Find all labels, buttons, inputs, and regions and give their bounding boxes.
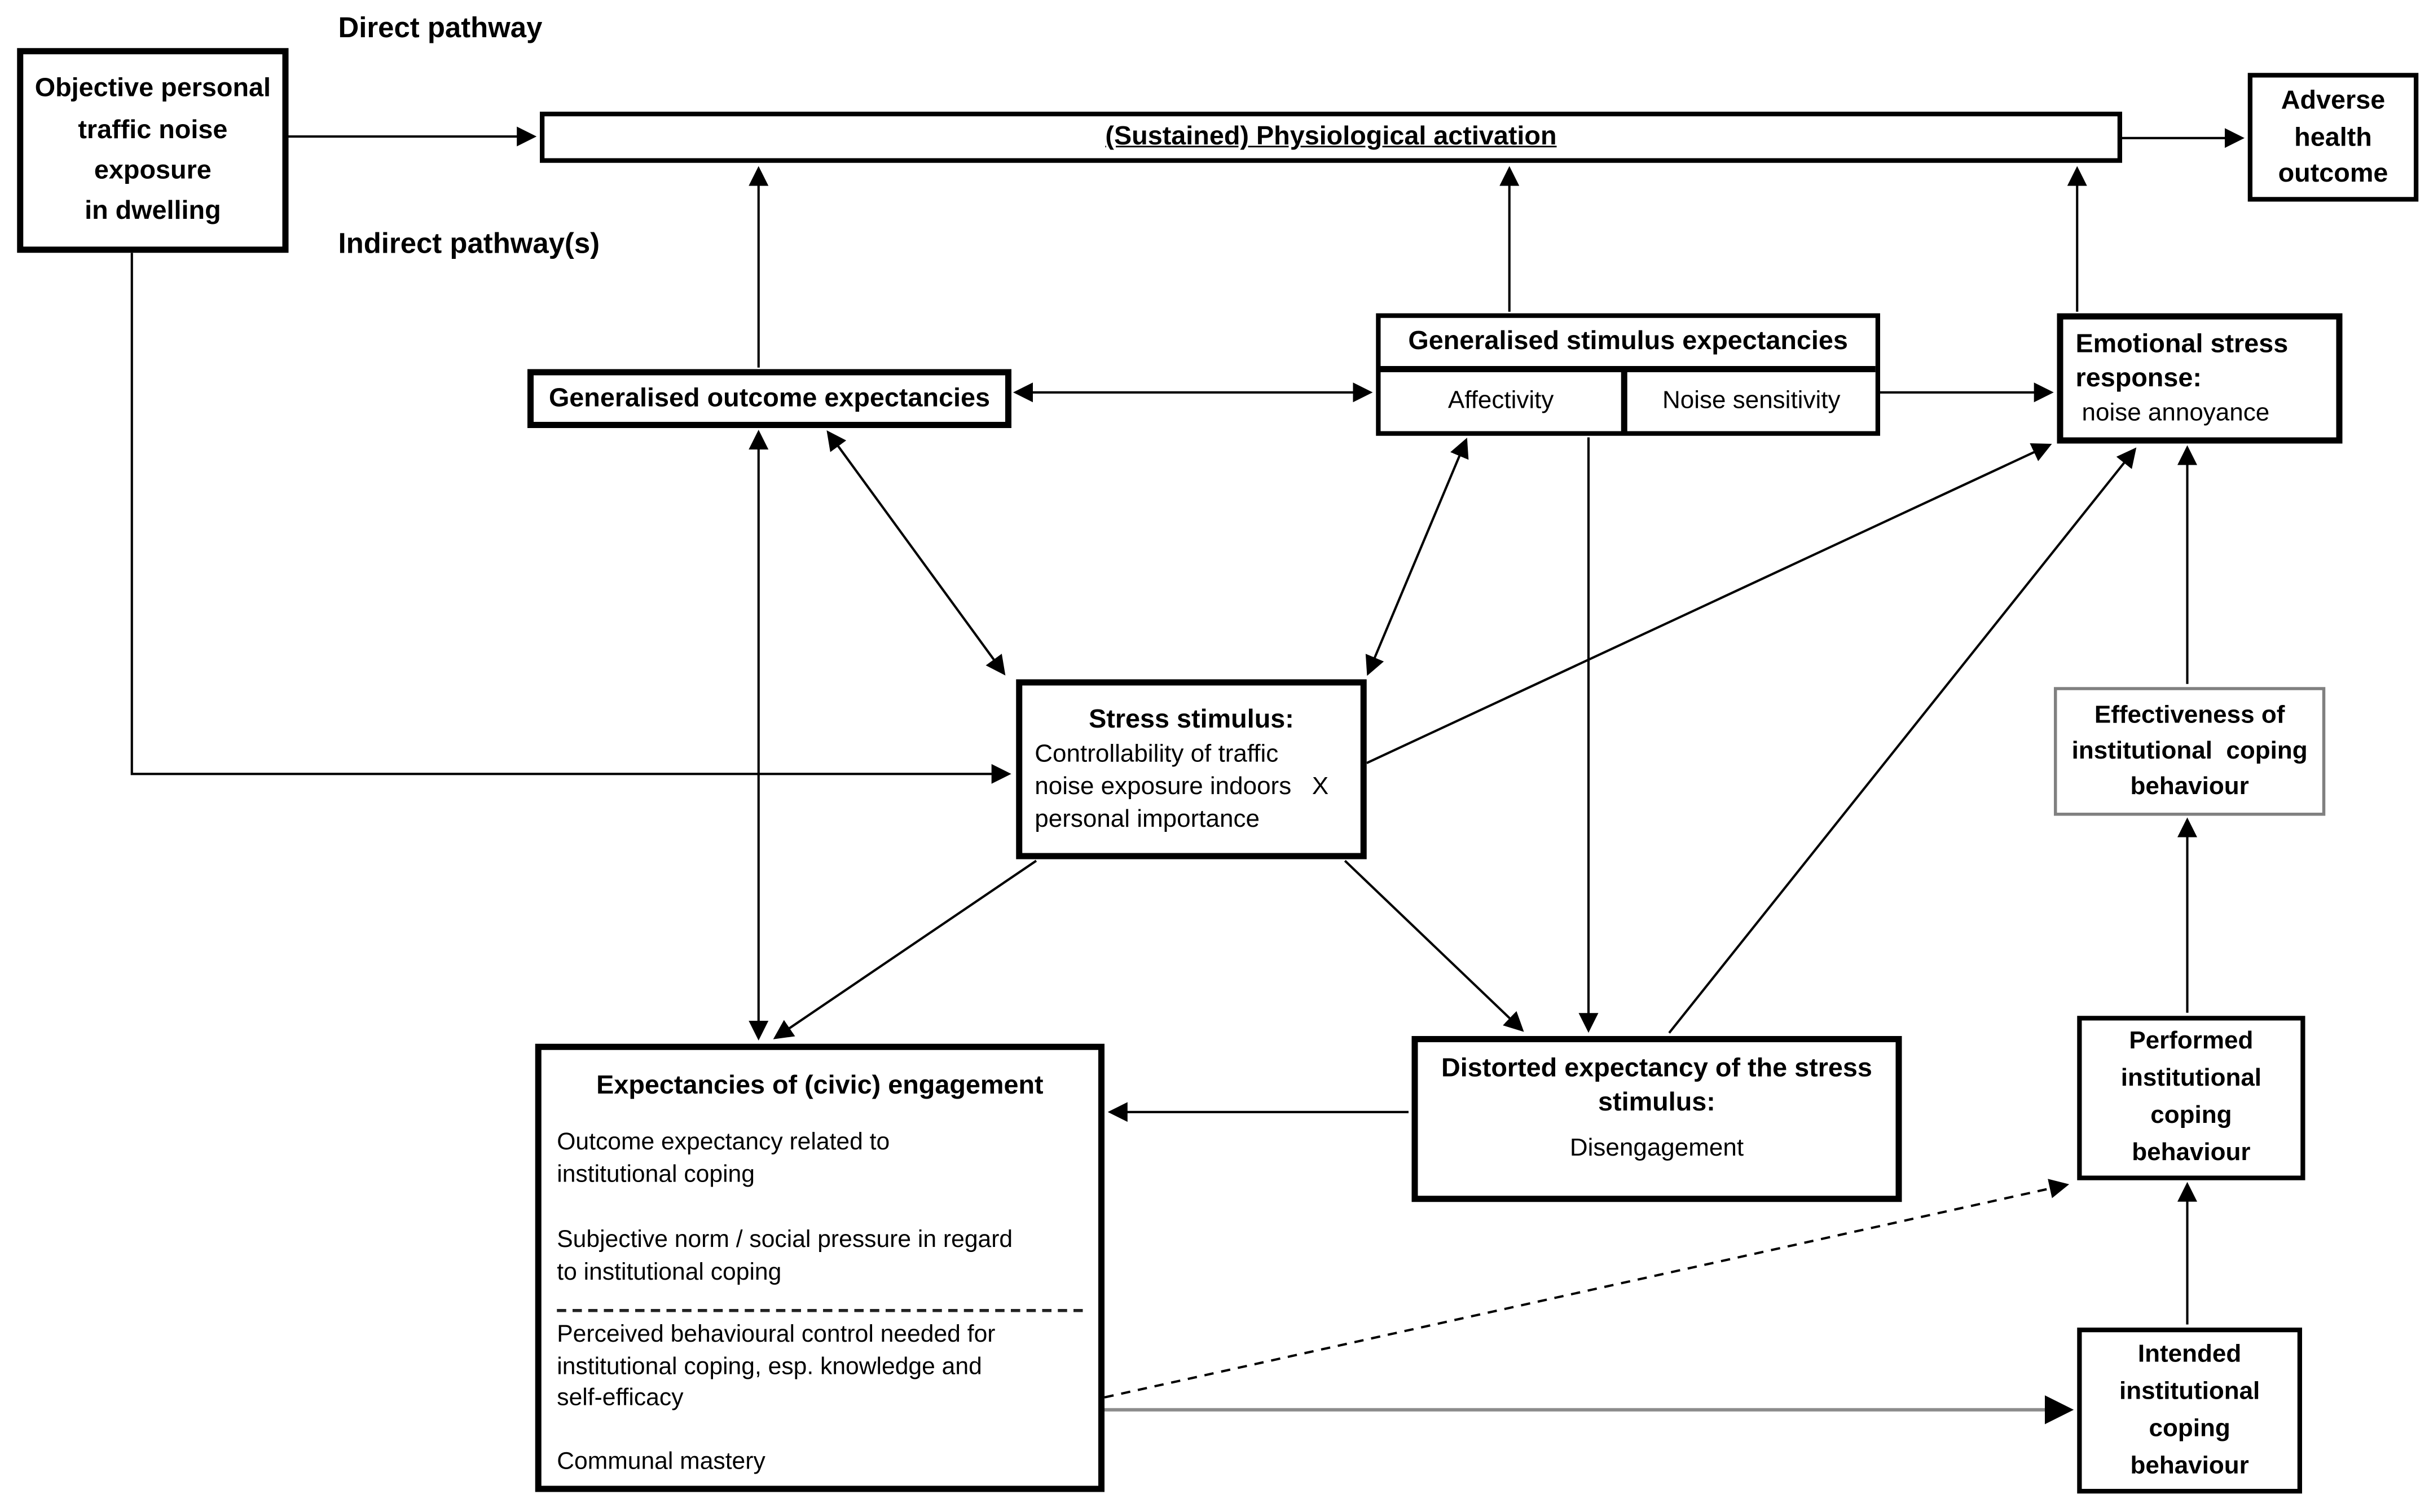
node-intended-coping: Intended institutional coping behaviour bbox=[2077, 1328, 2302, 1494]
node-objective-line: in dwelling bbox=[85, 196, 221, 226]
arrow-stress-affectivity bbox=[1365, 438, 1469, 676]
node-emotional-title: Emotional stress response: bbox=[2075, 329, 2289, 393]
node-stress-line: personal importance bbox=[1035, 806, 1260, 833]
node-emotional-subtitle: noise annoyance bbox=[2082, 400, 2270, 426]
node-stress-title: Stress stimulus: bbox=[1089, 704, 1294, 734]
node-objective-exposure: Objective personal traffic noise exposur… bbox=[17, 48, 289, 253]
node-engagement-item: Communal mastery bbox=[557, 1448, 765, 1475]
stimulus-subboxes: Affectivity Noise sensitivity bbox=[1381, 372, 1876, 431]
node-intended-line: Intended bbox=[2137, 1341, 2242, 1368]
node-effectiveness-line: institutional coping bbox=[2071, 738, 2308, 765]
node-effectiveness-line: behaviour bbox=[2130, 774, 2249, 801]
node-engagement-item: Perceived behavioural control needed for… bbox=[557, 1321, 996, 1412]
node-distorted-expectancy: Distorted expectancy of the stress stimu… bbox=[1411, 1036, 1902, 1202]
node-noise-sensitivity: Noise sensitivity bbox=[1662, 388, 1841, 415]
node-performed-line: coping bbox=[2150, 1103, 2232, 1129]
node-intended-line: coping bbox=[2149, 1415, 2230, 1442]
arrow-stress-to-emotional bbox=[1366, 443, 2052, 764]
arrow-engagement-to-performed-dashed bbox=[1104, 1179, 2070, 1399]
node-objective-line: Objective personal bbox=[34, 73, 271, 103]
node-emotional-stress-response: Emotional stress response: noise annoyan… bbox=[2057, 313, 2343, 444]
node-physiological-activation: (Sustained) Physiological activation bbox=[540, 112, 2122, 163]
arrow-stress-to-distorted bbox=[1344, 859, 1524, 1032]
arrow-distorted-to-emotional bbox=[1668, 447, 2137, 1034]
arrow-stress-to-engagement bbox=[773, 859, 1037, 1039]
node-outcome-expectancies: Generalised outcome expectancies bbox=[527, 369, 1011, 428]
node-stress-line: noise exposure indoors X bbox=[1035, 773, 1329, 800]
node-stimulus-expectancies: Generalised stimulus expectancies Affect… bbox=[1376, 313, 1880, 436]
engagement-dashed-divider bbox=[557, 1309, 1083, 1313]
node-adverse-line: Adverse bbox=[2281, 85, 2386, 114]
indirect-pathway-label: Indirect pathway(s) bbox=[338, 226, 600, 259]
node-outcome-title: Generalised outcome expectancies bbox=[548, 382, 991, 412]
node-objective-line: exposure bbox=[94, 155, 212, 185]
node-objective-line: traffic noise bbox=[78, 114, 228, 144]
node-adverse-health-outcome: Adverse health outcome bbox=[2247, 73, 2419, 202]
node-engagement-title: Expectancies of (civic) engagement bbox=[596, 1070, 1044, 1100]
node-civic-engagement: Expectancies of (civic) engagement Outco… bbox=[535, 1043, 1105, 1492]
node-performed-line: behaviour bbox=[2132, 1140, 2251, 1166]
node-stress-stimulus: Stress stimulus: Controllability of traf… bbox=[1016, 679, 1367, 859]
arrow-objective-to-stress-elbow bbox=[130, 253, 1011, 784]
node-physiological-title: (Sustained) Physiological activation bbox=[1105, 121, 1557, 151]
node-performed-line: institutional bbox=[2120, 1065, 2262, 1092]
node-engagement-item: Outcome expectancy related to institutio… bbox=[557, 1130, 890, 1188]
node-engagement-item: Subjective norm / social pressure in reg… bbox=[557, 1227, 1013, 1286]
node-adverse-line: health bbox=[2294, 122, 2372, 152]
node-intended-line: institutional bbox=[2119, 1378, 2260, 1405]
node-effectiveness-line: Effectiveness of bbox=[2094, 702, 2285, 729]
node-affectivity: Affectivity bbox=[1381, 372, 1627, 431]
node-intended-line: behaviour bbox=[2130, 1452, 2249, 1479]
node-stress-line: Controllability of traffic bbox=[1035, 740, 1279, 768]
node-performed-coping: Performed institutional coping behaviour bbox=[2077, 1016, 2305, 1180]
arrow-outcome-stress bbox=[826, 430, 1006, 676]
node-effectiveness-coping: Effectiveness of institutional coping be… bbox=[2054, 687, 2326, 816]
node-performed-line: Performed bbox=[2129, 1028, 2254, 1055]
node-stimulus-title: Generalised stimulus expectancies bbox=[1380, 318, 1876, 372]
node-distorted-title: Distorted expectancy of the stress stimu… bbox=[1441, 1053, 1872, 1118]
node-adverse-line: outcome bbox=[2278, 158, 2388, 188]
direct-pathway-label: Direct pathway bbox=[338, 11, 543, 43]
node-distorted-subtitle: Disengagement bbox=[1569, 1135, 1744, 1162]
